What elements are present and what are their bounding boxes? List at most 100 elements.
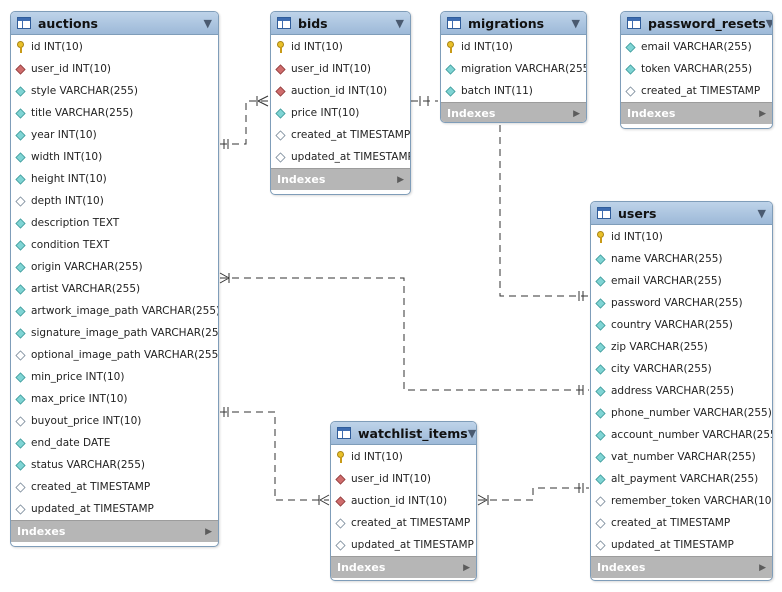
nullable-column-icon (15, 481, 26, 493)
column-row[interactable]: user_id INT(10) (331, 468, 476, 490)
column-row[interactable]: signature_image_path VARCHAR(255) (11, 322, 218, 344)
column-label: status VARCHAR(255) (31, 459, 146, 471)
column-row[interactable]: batch INT(11) (441, 80, 586, 102)
column-row[interactable]: id INT(10) (271, 36, 410, 58)
column-row[interactable]: migration VARCHAR(255) (441, 58, 586, 80)
column-row[interactable]: updated_at TIMESTAMP (331, 534, 476, 556)
column-row[interactable]: optional_image_path VARCHAR(255) (11, 344, 218, 366)
table-header[interactable]: bids ▼ (271, 12, 410, 35)
collapse-arrow-icon[interactable]: ▼ (766, 17, 772, 30)
column-row[interactable]: created_at TIMESTAMP (271, 124, 410, 146)
expand-arrow-icon[interactable]: ▶ (397, 174, 404, 185)
column-row[interactable]: created_at TIMESTAMP (591, 512, 772, 534)
column-row[interactable]: year INT(10) (11, 124, 218, 146)
collapse-arrow-icon[interactable]: ▼ (395, 16, 404, 30)
collapse-arrow-icon[interactable]: ▼ (467, 426, 477, 440)
one-marker (578, 291, 584, 301)
column-row[interactable]: city VARCHAR(255) (591, 358, 772, 380)
column-row[interactable]: password VARCHAR(255) (591, 292, 772, 314)
column-row[interactable]: zip VARCHAR(255) (591, 336, 772, 358)
expand-arrow-icon[interactable]: ▶ (759, 562, 766, 573)
column-row[interactable]: phone_number VARCHAR(255) (591, 402, 772, 424)
indexes-section[interactable]: Indexes ▶ (11, 520, 218, 542)
indexes-section[interactable]: Indexes ▶ (271, 168, 410, 190)
column-row[interactable]: description TEXT (11, 212, 218, 234)
expand-arrow-icon[interactable]: ▶ (463, 562, 470, 573)
column-row[interactable]: updated_at TIMESTAMP (271, 146, 410, 168)
column-row[interactable]: condition TEXT (11, 234, 218, 256)
indexes-section[interactable]: Indexes ▶ (621, 102, 772, 124)
column-row[interactable]: country VARCHAR(255) (591, 314, 772, 336)
foreign-key-icon (335, 495, 346, 507)
table-auctions[interactable]: auctions ▼ id INT(10)user_id INT(10)styl… (10, 11, 219, 547)
column-row[interactable]: updated_at TIMESTAMP (591, 534, 772, 556)
column-row[interactable]: vat_number VARCHAR(255) (591, 446, 772, 468)
column-row[interactable]: user_id INT(10) (271, 58, 410, 80)
column-row[interactable]: name VARCHAR(255) (591, 248, 772, 270)
table-password-resets[interactable]: password_resets ▼ email VARCHAR(255) toke… (620, 11, 773, 129)
indexes-section[interactable]: Indexes ▶ (331, 556, 476, 578)
column-row[interactable]: remember_token VARCHAR(100) (591, 490, 772, 512)
expand-arrow-icon[interactable]: ▶ (205, 526, 212, 537)
table-header[interactable]: password_resets ▼ (621, 12, 772, 35)
table-watchlist-items[interactable]: watchlist_items ▼ id INT(10)user_id INT(… (330, 421, 477, 581)
table-header[interactable]: watchlist_items ▼ (331, 422, 476, 445)
expand-arrow-icon[interactable]: ▶ (759, 108, 766, 119)
column-row[interactable]: width INT(10) (11, 146, 218, 168)
column-row[interactable]: id INT(10) (591, 226, 772, 248)
column-row[interactable]: created_at TIMESTAMP (621, 80, 772, 102)
indexes-section[interactable]: Indexes ▶ (591, 556, 772, 578)
column-row[interactable]: updated_at TIMESTAMP (11, 498, 218, 520)
column-label: zip VARCHAR(255) (611, 341, 708, 353)
column-label: token VARCHAR(255) (641, 63, 753, 75)
column-row[interactable]: user_id INT(10) (11, 58, 218, 80)
collapse-arrow-icon[interactable]: ▼ (203, 16, 212, 30)
column-row[interactable]: buyout_price INT(10) (11, 410, 218, 432)
collapse-arrow-icon[interactable]: ▼ (757, 206, 766, 220)
table-header[interactable]: auctions ▼ (11, 12, 218, 35)
column-row[interactable]: height INT(10) (11, 168, 218, 190)
column-row[interactable]: email VARCHAR(255) (591, 270, 772, 292)
column-row[interactable]: artist VARCHAR(255) (11, 278, 218, 300)
not-null-column-icon (595, 297, 606, 309)
column-row[interactable]: max_price INT(10) (11, 388, 218, 410)
column-row[interactable]: status VARCHAR(255) (11, 454, 218, 476)
column-row[interactable]: address VARCHAR(255) (591, 380, 772, 402)
column-row[interactable]: created_at TIMESTAMP (11, 476, 218, 498)
column-row[interactable]: id INT(10) (441, 36, 586, 58)
column-row[interactable]: auction_id INT(10) (331, 490, 476, 512)
column-label: max_price INT(10) (31, 393, 128, 405)
column-row[interactable]: id INT(10) (11, 36, 218, 58)
column-row[interactable]: price INT(10) (271, 102, 410, 124)
table-name: users (618, 205, 657, 221)
table-bids[interactable]: bids ▼ id INT(10)user_id INT(10)auction_… (270, 11, 411, 195)
column-row[interactable]: auction_id INT(10) (271, 80, 410, 102)
column-row[interactable]: end_date DATE (11, 432, 218, 454)
not-null-column-icon (595, 407, 606, 419)
column-row[interactable]: id INT(10) (331, 446, 476, 468)
column-row[interactable]: alt_payment VARCHAR(255) (591, 468, 772, 490)
column-row[interactable]: depth INT(10) (11, 190, 218, 212)
collapse-arrow-icon[interactable]: ▼ (571, 16, 580, 30)
table-users[interactable]: users ▼ id INT(10)name VARCHAR(255)email… (590, 201, 773, 581)
nullable-column-icon (625, 85, 636, 97)
not-null-column-icon (15, 371, 26, 383)
column-row[interactable]: account_number VARCHAR(255) (591, 424, 772, 446)
column-row[interactable]: email VARCHAR(255) (621, 36, 772, 58)
column-row[interactable]: artwork_image_path VARCHAR(255) (11, 300, 218, 322)
column-row[interactable]: token VARCHAR(255) (621, 58, 772, 80)
column-row[interactable]: style VARCHAR(255) (11, 80, 218, 102)
column-row[interactable]: min_price INT(10) (11, 366, 218, 388)
one-marker (578, 385, 584, 395)
table-header[interactable]: users ▼ (591, 202, 772, 225)
indexes-section[interactable]: Indexes ▶ (441, 102, 586, 122)
not-null-column-icon (625, 41, 636, 53)
column-label: min_price INT(10) (31, 371, 125, 383)
expand-arrow-icon[interactable]: ▶ (573, 108, 580, 119)
table-migrations[interactable]: migrations ▼ id INT(10)migration VARCHAR… (440, 11, 587, 123)
column-row[interactable]: created_at TIMESTAMP (331, 512, 476, 534)
column-row[interactable]: title VARCHAR(255) (11, 102, 218, 124)
table-header[interactable]: migrations ▼ (441, 12, 586, 35)
column-row[interactable]: origin VARCHAR(255) (11, 256, 218, 278)
not-null-column-icon (15, 437, 26, 449)
